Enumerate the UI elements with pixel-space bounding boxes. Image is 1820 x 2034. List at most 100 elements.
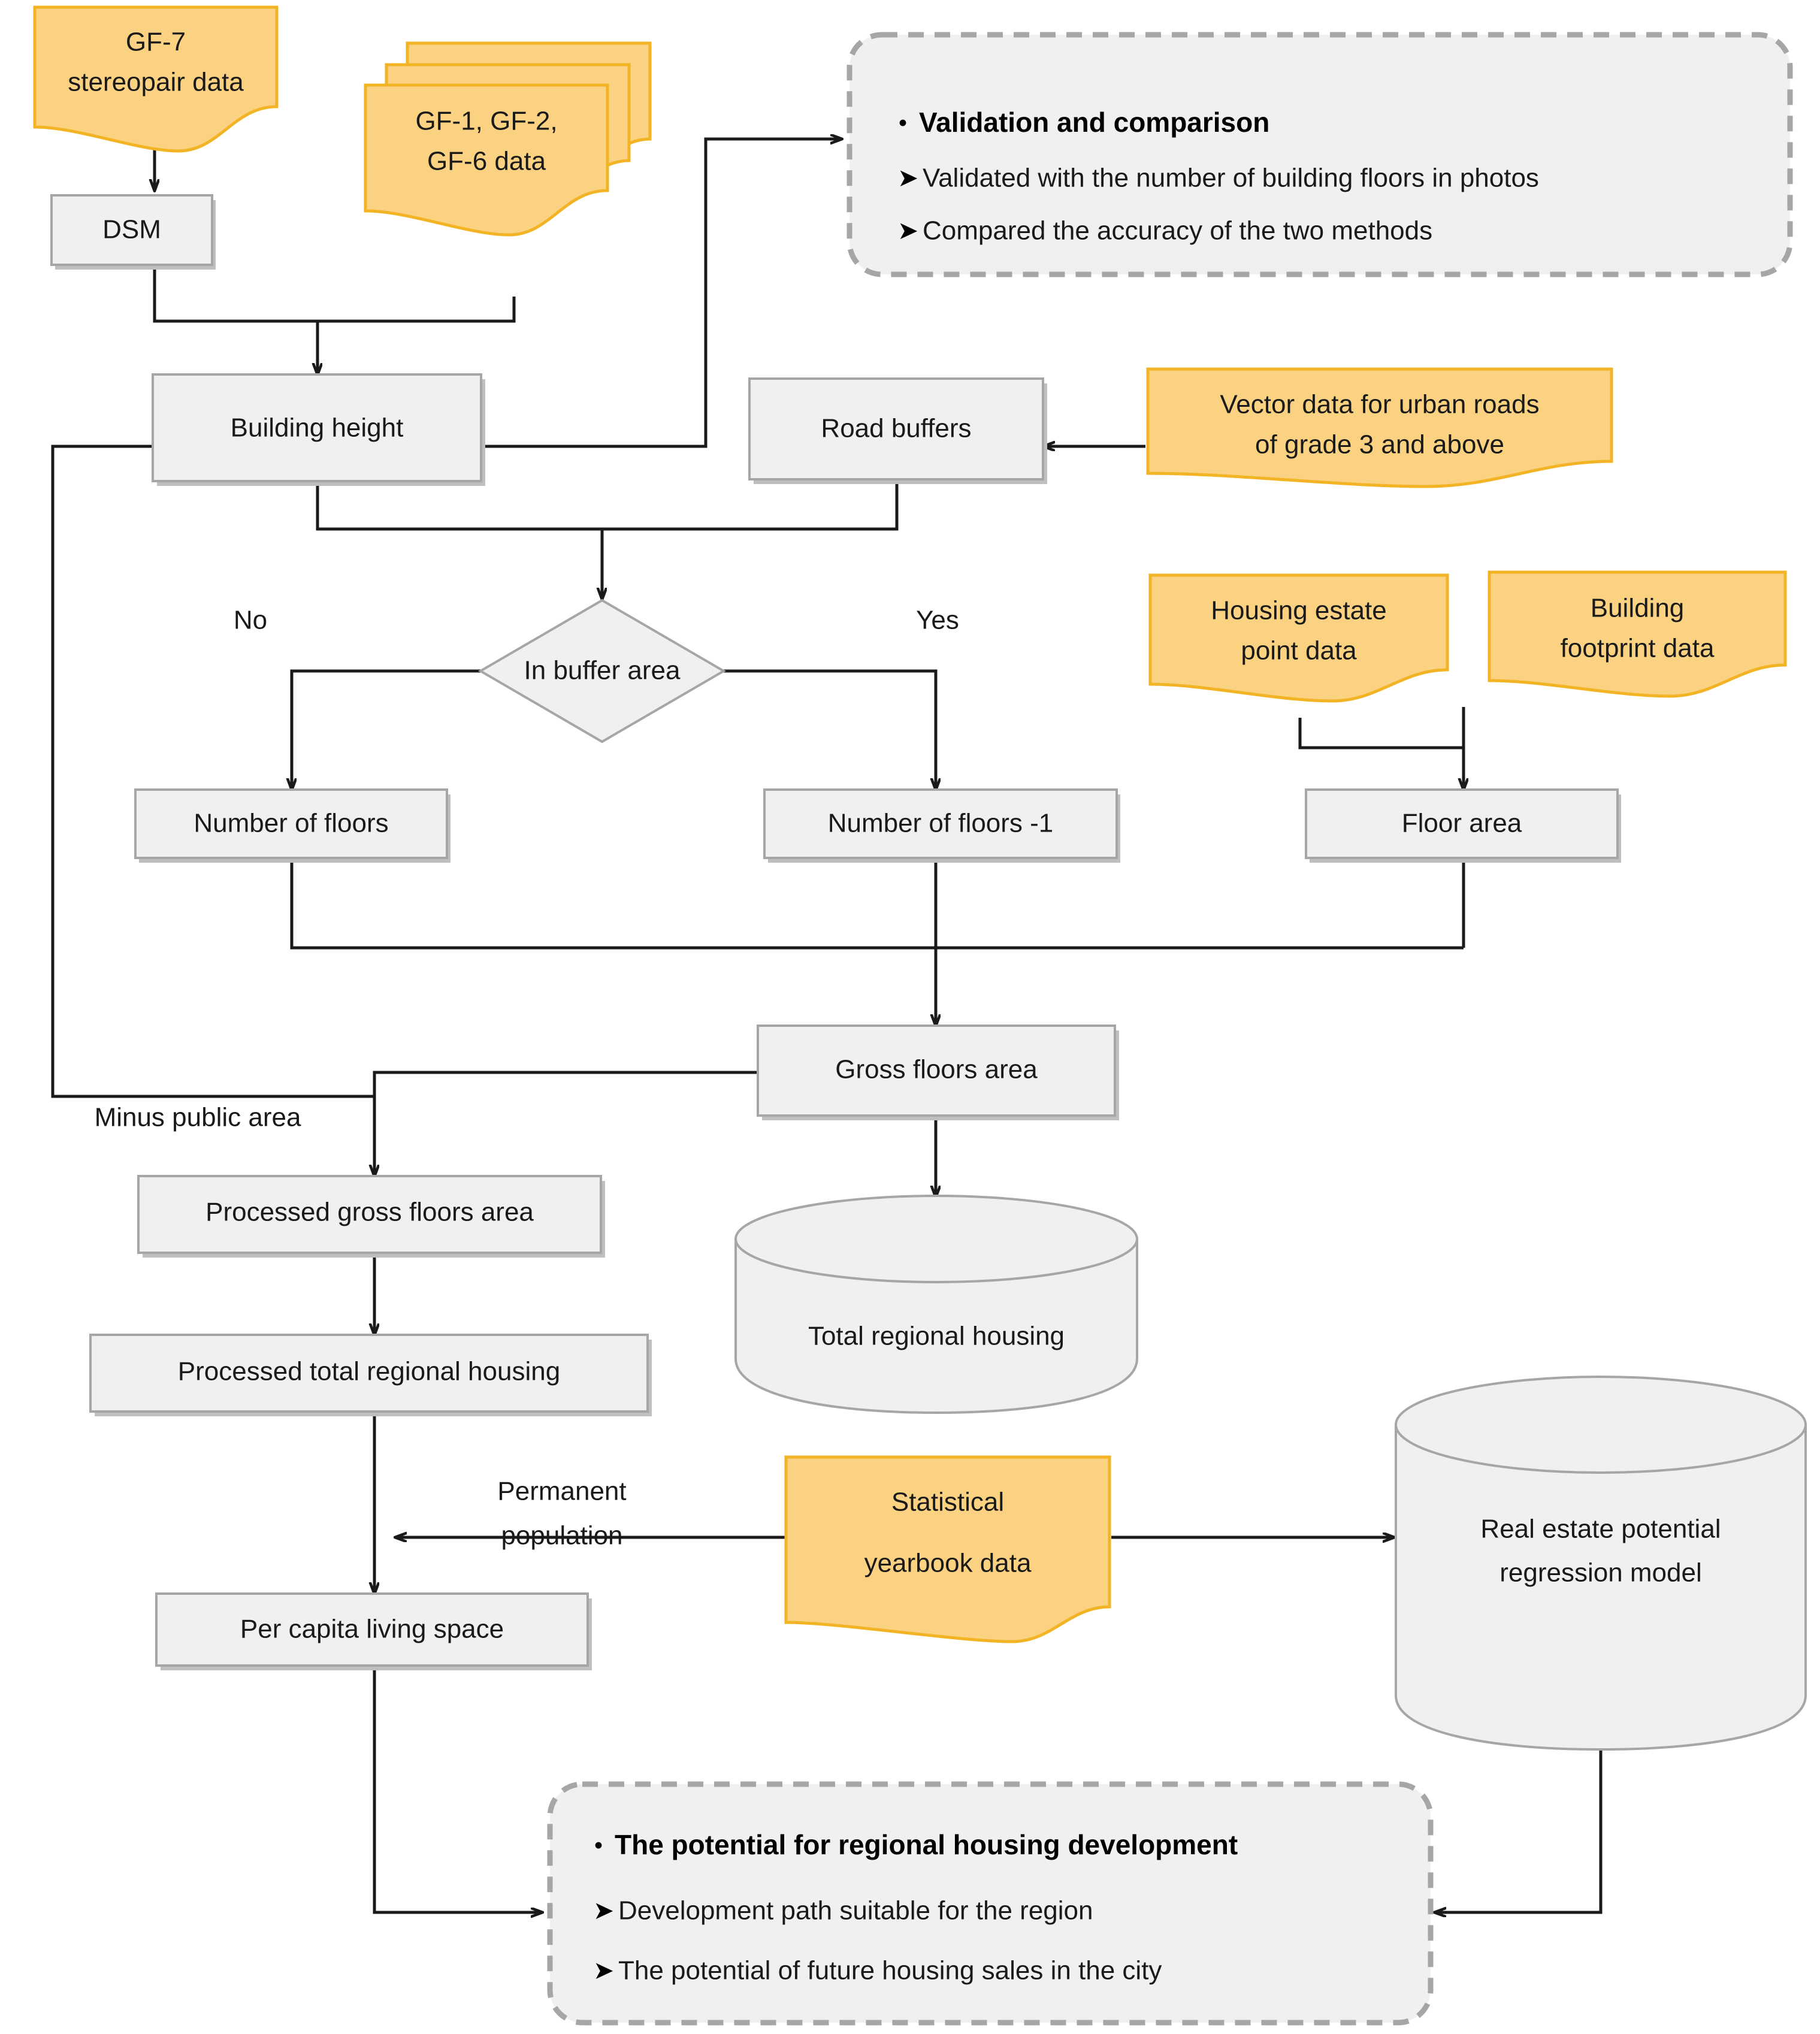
process-shape (757, 1024, 1116, 1117)
node-label: GF-6 data (427, 147, 546, 176)
node-label: footprint data (1561, 634, 1715, 663)
node-processed-total-regional-housing[interactable]: Processed total regional housing (89, 1334, 652, 1416)
edge-housing-points-to-junction (1298, 718, 1464, 749)
node-label: Housing estate (1211, 596, 1387, 625)
node-label: yearbook data (864, 1549, 1032, 1578)
node-number-of-floors-minus-1[interactable]: Number of floors -1 (763, 788, 1120, 863)
node-label: Floor area (1402, 809, 1522, 838)
process-shape (50, 194, 213, 266)
node-road-buffers[interactable]: Road buffers (748, 377, 1047, 484)
arrowhead-icon: ➤ (593, 1896, 614, 1924)
edge-decision-yes (722, 669, 936, 790)
callout-item: Development path suitable for the region (618, 1896, 1093, 1926)
node-label: Total regional housing (808, 1322, 1065, 1351)
node-building-footprint[interactable]: Building footprint data (1488, 570, 1787, 698)
node-processed-gross-floors-area[interactable]: Processed gross floors area (137, 1175, 605, 1258)
edge-num-floors-to-bar (290, 858, 1464, 950)
arrowhead-icon: ➤ (897, 164, 918, 192)
edge-gross-floors-area-left (373, 1071, 758, 1096)
node-label: regression model (1499, 1558, 1702, 1588)
database-top (1395, 1376, 1807, 1474)
callout-item: The potential of future housing sales in… (618, 1956, 1162, 1985)
node-building-height[interactable]: Building height (152, 373, 485, 486)
process-shape (134, 788, 448, 859)
document-front (364, 83, 609, 237)
callout-item: Compared the accuracy of the two methods (923, 216, 1432, 246)
document-shape (1146, 367, 1613, 488)
node-in-buffer-area[interactable]: In buffer area (478, 599, 726, 744)
node-label: of grade 3 and above (1255, 430, 1504, 460)
callout-item: Validated with the number of building fl… (923, 164, 1539, 193)
node-number-of-floors[interactable]: Number of floors (134, 788, 451, 863)
node-road-vector-data[interactable]: Vector data for urban roads of grade 3 a… (1146, 367, 1613, 488)
node-gf7-stereopair-data[interactable]: GF-7 stereopair data (33, 5, 279, 153)
node-label: Building height (231, 413, 404, 443)
node-label: Number of floors (194, 809, 388, 838)
process-shape (763, 788, 1118, 859)
edge-decision-no (292, 669, 482, 790)
node-gross-floors-area[interactable]: Gross floors area (757, 1024, 1119, 1120)
node-label: Vector data for urban roads (1220, 390, 1539, 419)
callout-potential[interactable]: • The potential for regional housing dev… (547, 1781, 1434, 2026)
callout-frame (846, 32, 1793, 277)
decision-shape (478, 599, 726, 744)
callout-validation[interactable]: • Validation and comparison ➤ Validated … (846, 32, 1793, 277)
process-shape (152, 373, 482, 482)
node-label: Gross floors area (835, 1055, 1038, 1084)
database-body (734, 1238, 1138, 1415)
callout-frame (547, 1781, 1434, 2026)
document-shape (33, 5, 279, 153)
edge-road-buffers-to-merge (602, 482, 899, 531)
edge-building-height-left-branch (51, 445, 374, 1098)
arrowhead-icon: ➤ (593, 1956, 614, 1984)
edge-gfmulti-to-junction (318, 297, 516, 323)
node-dsm[interactable]: DSM (50, 194, 216, 270)
node-label: Processed total regional housing (178, 1357, 560, 1386)
edge-label-yes: Yes (916, 606, 959, 635)
process-shape (748, 377, 1044, 480)
node-total-regional-housing[interactable]: Total regional housing (734, 1195, 1138, 1415)
arrowhead-icon: ➤ (897, 216, 918, 244)
node-label: Statistical (891, 1488, 1004, 1517)
edge-dsm-to-junction (153, 266, 318, 323)
node-label: stereopair data (68, 68, 244, 97)
process-shape (155, 1592, 589, 1667)
node-gf-multi-data[interactable]: GF-1, GF-2, GF-6 data (364, 41, 652, 237)
node-housing-estate-points[interactable]: Housing estate point data (1148, 573, 1449, 703)
edge-label-minus-public-area: Minus public area (95, 1103, 301, 1132)
document-shape (784, 1455, 1111, 1643)
process-shape (1305, 788, 1619, 859)
node-label: Road buffers (821, 414, 971, 443)
database-body (1395, 1424, 1807, 1751)
database-top (734, 1195, 1138, 1283)
edge-building-height-to-validation (485, 139, 842, 448)
process-shape (89, 1334, 649, 1413)
document-shape (1488, 570, 1787, 698)
node-statistical-yearbook-data[interactable]: Statistical yearbook data (784, 1455, 1111, 1643)
edge-model-to-potential (1435, 1749, 1603, 1912)
process-shape (137, 1175, 602, 1254)
node-label: Per capita living space (240, 1615, 504, 1644)
edge-per-capita-to-potential (373, 1666, 542, 1912)
node-label: In buffer area (524, 656, 681, 685)
node-label: Real estate potential (1480, 1515, 1721, 1544)
edge-label-permanent-population: population (501, 1521, 622, 1551)
node-floor-area[interactable]: Floor area (1305, 788, 1621, 863)
node-label: GF-1, GF-2, (415, 107, 557, 136)
node-label: Processed gross floors area (205, 1198, 534, 1227)
edge-label-no: No (234, 606, 267, 635)
callout-heading: The potential for regional housing devel… (615, 1829, 1238, 1860)
callout-heading: Validation and comparison (919, 107, 1269, 138)
bullet-icon: • (899, 110, 907, 137)
document-shape (1148, 573, 1449, 703)
node-per-capita-living-space[interactable]: Per capita living space (155, 1592, 592, 1670)
node-label: GF-7 (126, 28, 186, 57)
node-label: Building (1591, 594, 1685, 623)
node-label: Number of floors -1 (828, 809, 1054, 838)
bullet-icon: • (594, 1833, 603, 1859)
node-real-estate-model[interactable]: Real estate potential regression model (1395, 1376, 1807, 1751)
node-label: DSM (102, 215, 161, 244)
edge-building-height-to-merge (316, 482, 602, 531)
